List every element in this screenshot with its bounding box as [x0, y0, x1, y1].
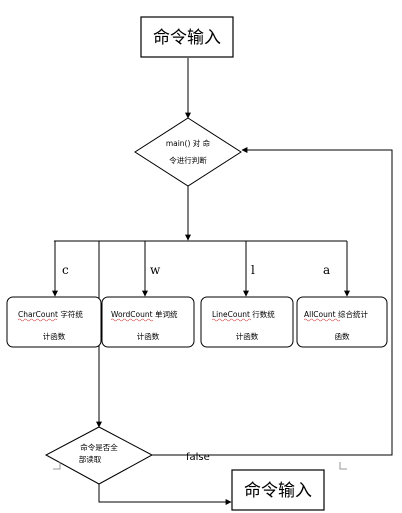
charcount-line1: CharCount 字符统 — [18, 309, 83, 319]
allcount-desc: 综合统计 — [336, 309, 369, 319]
branch-label-a: a — [323, 263, 330, 277]
linecount-desc: 行数统 — [250, 309, 275, 319]
linecount-node: LineCount 行数统 计函数 — [200, 296, 294, 348]
decision-readcheck: 命令是否全 部读取 — [44, 426, 154, 485]
page-corner-marks — [53, 462, 347, 470]
linecount-spellcheck-squiggle — [211, 318, 252, 322]
allcount-node: AllCount 综合统计 函数 — [296, 296, 388, 348]
decision-readcheck-line1: 命令是否全 — [80, 442, 118, 452]
branch-label-c: c — [62, 263, 69, 277]
charcount-name: CharCount — [18, 310, 58, 319]
wordcount-desc: 单词统 — [153, 309, 178, 319]
wordcount-node: WordCount 单词统 计函数 — [101, 296, 195, 348]
linecount-line2: 计函数 — [236, 331, 259, 341]
wordcount-spellcheck-squiggle — [110, 318, 154, 322]
branch-label-l: l — [251, 263, 255, 277]
allcount-name: AllCount — [304, 310, 336, 319]
decision-main: main() 对 命 令进行判断 — [134, 117, 242, 187]
end-node-label: 命令输入 — [244, 481, 312, 501]
end-node: 命令输入 — [231, 469, 325, 511]
linecount-name: LineCount — [212, 310, 250, 319]
wordcount-line1: WordCount 单词统 — [111, 309, 178, 319]
allcount-spellcheck-squiggle — [303, 318, 341, 322]
wordcount-line2: 计函数 — [137, 331, 160, 341]
allcount-line2: 函数 — [335, 331, 350, 341]
edge-false-loop — [152, 147, 393, 456]
decision-main-line1: main() 对 命 — [166, 138, 211, 148]
wordcount-name: WordCount — [111, 310, 153, 319]
decision-readcheck-line2: 部读取 — [79, 454, 102, 464]
linecount-line1: LineCount 行数统 — [212, 309, 275, 319]
charcount-spellcheck-squiggle — [17, 318, 58, 322]
allcount-line1: AllCount 综合统计 — [304, 309, 368, 319]
branch-label-w: w — [150, 263, 161, 277]
start-node: 命令输入 — [140, 16, 234, 58]
decision-main-line2: 令进行判断 — [169, 155, 207, 165]
charcount-desc: 字符统 — [58, 309, 83, 319]
charcount-line2: 计函数 — [43, 331, 66, 341]
connectors — [52, 58, 393, 505]
edge-label-false: false — [186, 452, 210, 463]
charcount-node: CharCount 字符统 计函数 — [6, 296, 102, 348]
start-node-label: 命令输入 — [153, 28, 221, 48]
edge-readcheck-to-end — [98, 484, 232, 505]
